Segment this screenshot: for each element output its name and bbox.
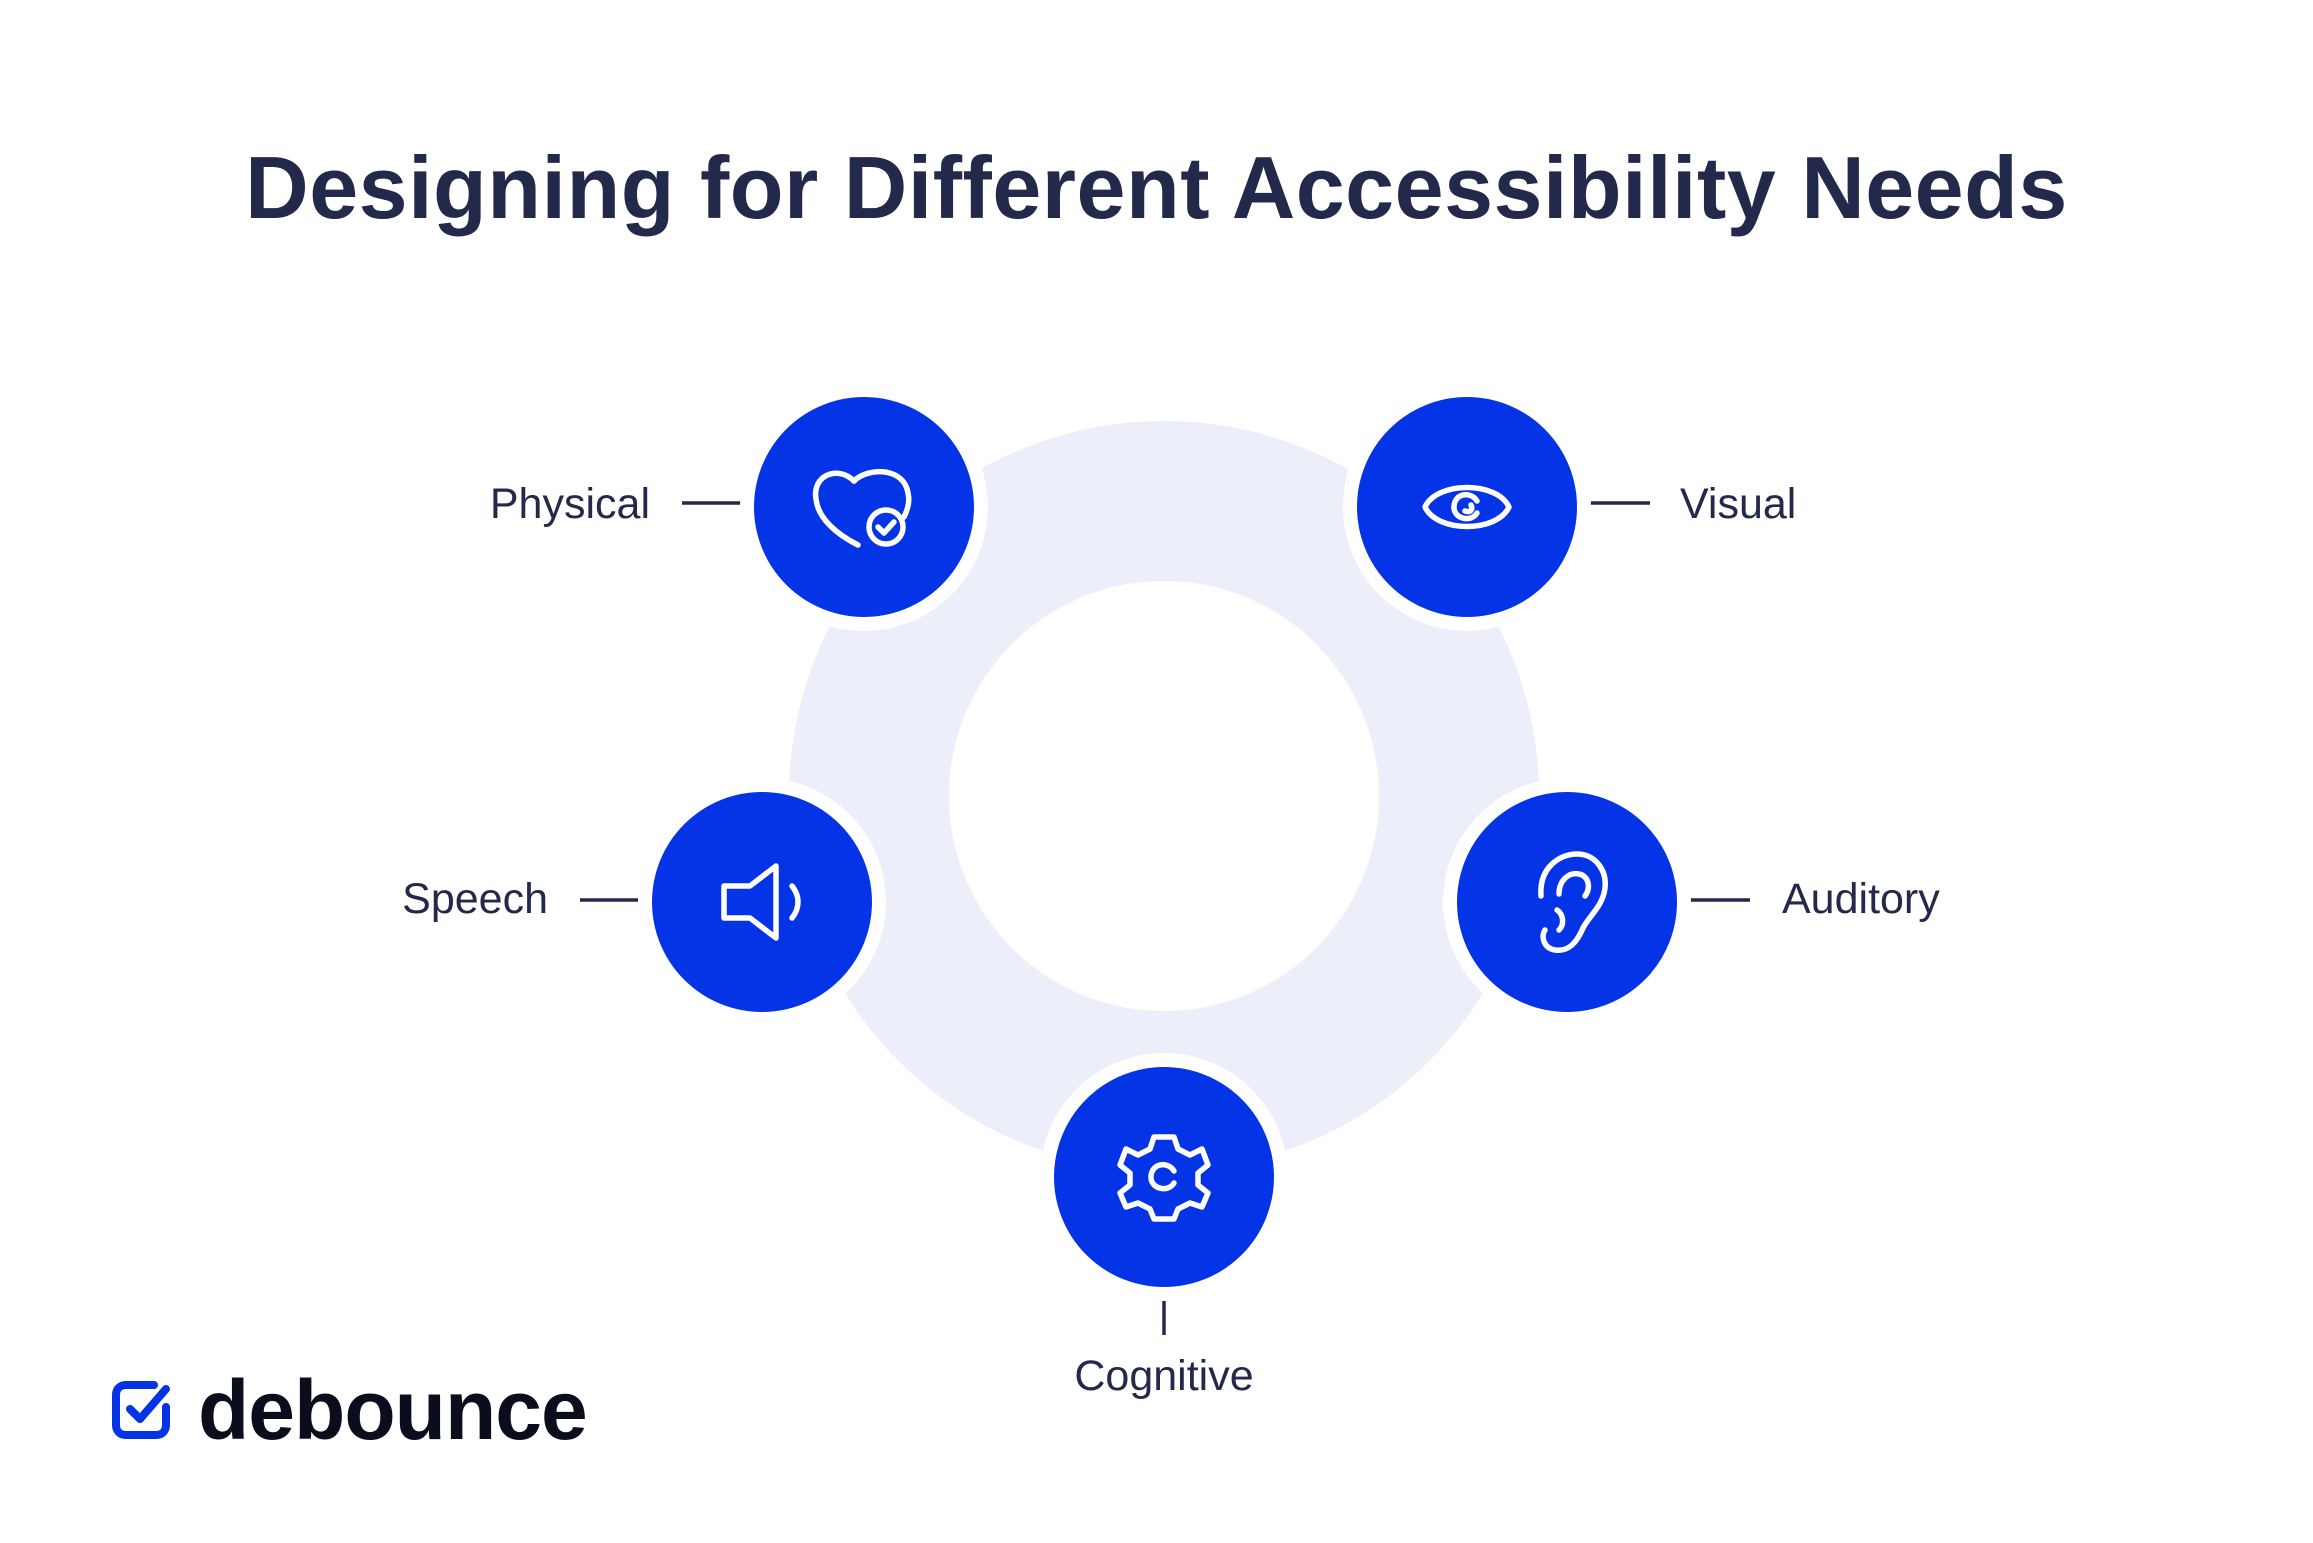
auditory-label: Auditory <box>1782 875 1940 923</box>
page-title: Designing for Different Accessibility Ne… <box>245 138 2068 237</box>
eye-icon <box>1422 484 1512 530</box>
node-visual: Visual <box>1343 383 1796 631</box>
background-ring <box>789 421 1539 1171</box>
debounce-logo: debounce <box>108 1363 588 1457</box>
speech-circle <box>638 778 886 1026</box>
checkbox-check-icon <box>112 1381 170 1439</box>
physical-label: Physical <box>490 480 650 528</box>
speech-label: Speech <box>402 875 548 923</box>
gear-icon <box>1117 1134 1211 1222</box>
cognitive-label: Cognitive <box>1074 1352 1253 1400</box>
node-cognitive: Cognitive <box>1040 1053 1288 1400</box>
physical-circle <box>740 383 988 631</box>
node-physical: Physical <box>490 383 988 631</box>
auditory-circle <box>1443 778 1691 1026</box>
heart-check-icon <box>812 468 912 548</box>
logo-text: debounce <box>198 1363 588 1457</box>
node-auditory: Auditory <box>1443 778 1940 1026</box>
speaker-icon <box>721 863 801 941</box>
cognitive-circle <box>1040 1053 1288 1301</box>
visual-label: Visual <box>1680 480 1796 528</box>
ear-icon <box>1538 851 1608 953</box>
visual-circle <box>1343 383 1591 631</box>
node-speech: Speech <box>402 778 886 1026</box>
